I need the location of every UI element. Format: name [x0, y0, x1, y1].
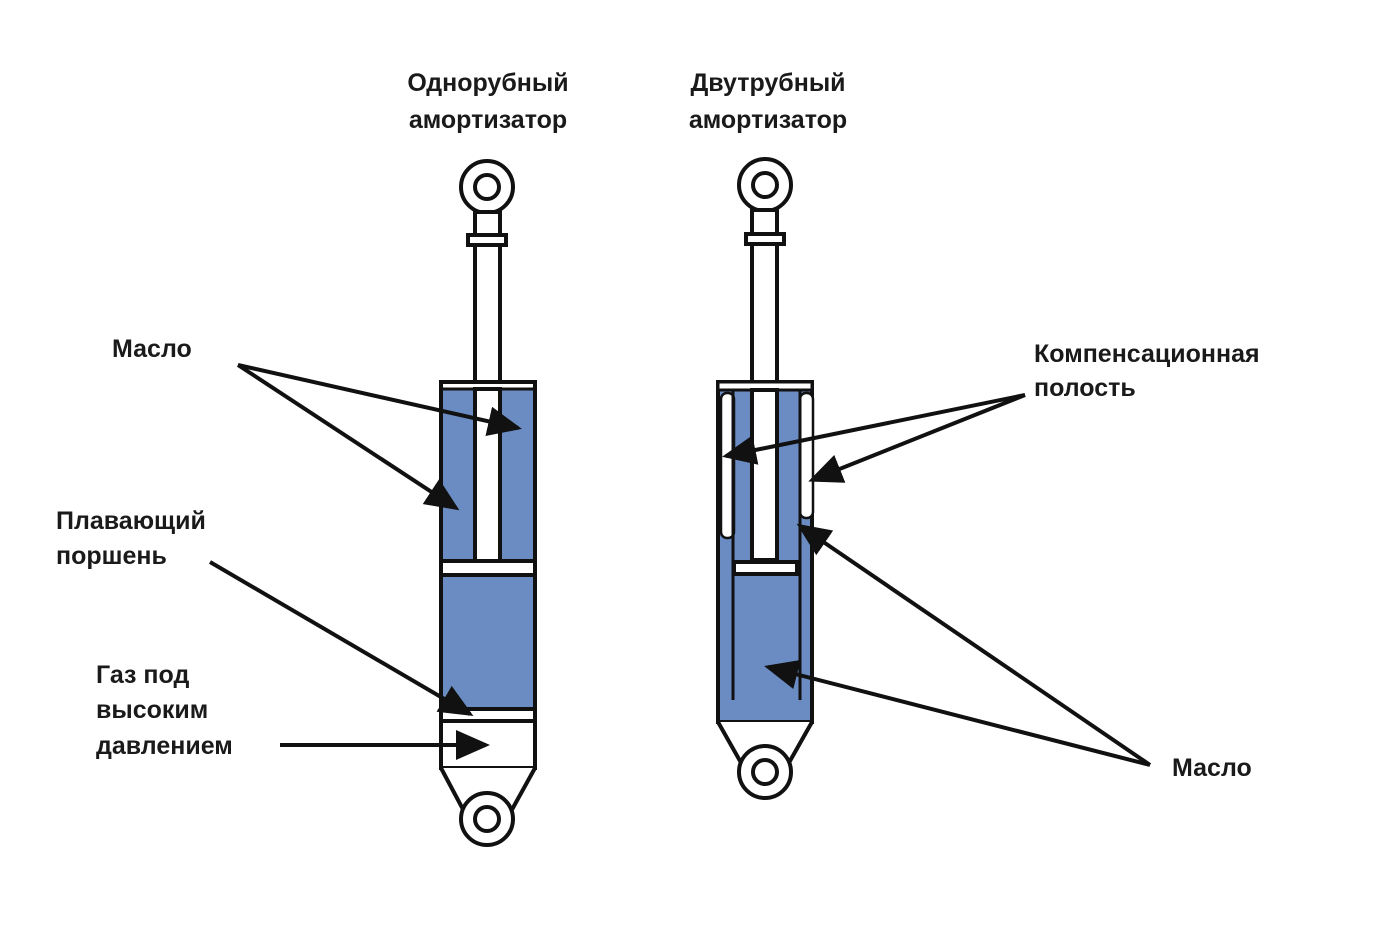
mono-rod-collar — [466, 233, 508, 247]
label-gas-line3: давлением — [96, 732, 233, 760]
twintube-shock — [716, 157, 815, 800]
arrow-floating-piston — [208, 560, 474, 717]
label-floating-piston-line1: Плавающий — [56, 507, 206, 535]
mono-rod-inner — [473, 387, 502, 563]
twin-rod-collar — [744, 232, 786, 246]
label-floating-piston-line2: поршень — [56, 542, 167, 570]
label-gas-line2: высоким — [96, 696, 208, 724]
mono-title-line2: амортизатор — [409, 106, 567, 134]
mono-title-line1: Однорубный — [407, 69, 568, 97]
twin-top-eye-hole — [751, 171, 779, 199]
mono-bottom-eye-hole — [473, 805, 501, 833]
arrow-oil-right-lower — [764, 659, 1151, 767]
twin-compensation-right — [798, 391, 815, 520]
arrow-compensation-right — [808, 393, 1026, 483]
mono-oil-lower — [443, 577, 533, 709]
twin-bottom-eye-hole — [751, 758, 779, 786]
monotube-shock — [439, 159, 537, 847]
label-oil-left: Масло — [112, 335, 192, 363]
twin-title-line2: амортизатор — [689, 106, 847, 134]
label-oil-right: Масло — [1172, 754, 1252, 782]
arrow-compensation-left — [722, 393, 1026, 465]
arrow-oil-left-upper — [237, 363, 522, 437]
twin-title-line1: Двутрубный — [690, 69, 845, 97]
label-gas-line1: Газ под — [96, 661, 189, 689]
label-compensation-line2: полость — [1034, 374, 1136, 402]
arrow-oil-left-lower — [236, 363, 460, 511]
twin-rod-inner — [750, 388, 779, 562]
mono-piston — [439, 559, 537, 577]
mono-top-eye-hole — [473, 173, 501, 201]
twin-piston — [732, 560, 799, 576]
arrow-oil-right-upper — [796, 523, 1152, 767]
label-compensation-line1: Компенсационная — [1034, 340, 1260, 368]
